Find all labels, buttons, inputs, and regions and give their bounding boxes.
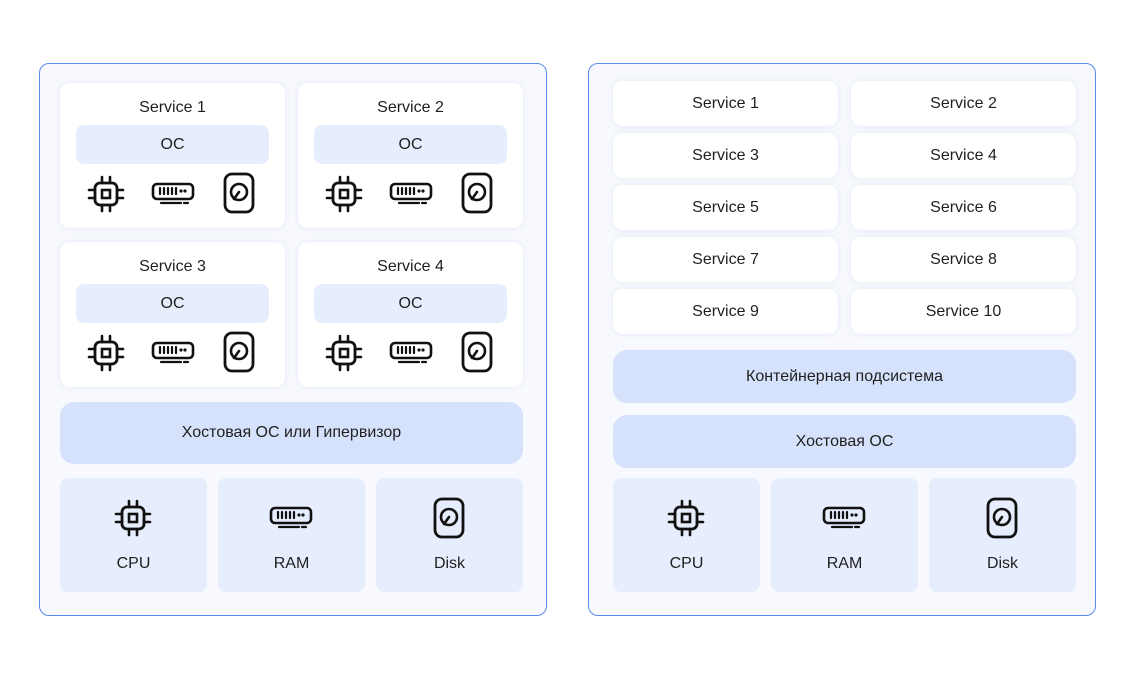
hardware-label: RAM [273,555,310,572]
disk-icon [223,331,255,373]
hardware-label: Disk [986,555,1019,572]
disk-icon [461,331,493,373]
hardware-label: CPU [669,555,704,572]
vm-title: Service 4 [377,258,444,275]
service-cell: Service 7 [613,237,838,282]
hardware-label: Disk [433,555,466,572]
host-os-layer: Хостовая ОС [613,415,1076,468]
ram-icon [822,505,866,531]
vm-card-3: Service 3 ОС [60,242,285,387]
service-cell: Service 3 [613,133,838,178]
ram-icon [151,181,195,207]
container-layer: Контейнерная подсистема [613,350,1076,403]
service-cell: Service 9 [613,289,838,334]
guest-os-bar: ОС [76,125,269,164]
vm-card-2: Service 2 ОС [298,83,523,228]
vm-title: Service 2 [377,99,444,116]
vm-title: Service 1 [139,99,206,116]
disk-icon [461,172,493,214]
service-cell: Service 10 [851,289,1076,334]
hardware-ram: RAM [218,478,365,592]
virtualization-diagram: Service 1 ОС Service 2 ОС Service 3 ОС S… [39,63,547,616]
service-cell: Service 5 [613,185,838,230]
disk-icon [986,497,1018,539]
cpu-icon [324,333,364,373]
hardware-cpu: CPU [60,478,207,592]
ram-icon [389,340,433,366]
cpu-icon [666,498,706,538]
service-cell: Service 4 [851,133,1076,178]
hardware-label: RAM [826,555,863,572]
service-cell: Service 6 [851,185,1076,230]
disk-icon [223,172,255,214]
vm-title: Service 3 [139,258,206,275]
hardware-ram: RAM [771,478,918,592]
cpu-icon [113,498,153,538]
hypervisor-layer: Хостовая ОС или Гипервизор [60,402,523,464]
disk-icon [433,497,465,539]
cpu-icon [324,174,364,214]
cpu-icon [86,333,126,373]
service-cell: Service 2 [851,81,1076,126]
guest-os-bar: ОС [314,125,507,164]
service-cell: Service 1 [613,81,838,126]
hardware-label: CPU [116,555,151,572]
ram-icon [389,181,433,207]
guest-os-bar: ОС [76,284,269,323]
containerization-diagram: Service 1 Service 2 Service 3 Service 4 … [588,63,1096,616]
vm-card-1: Service 1 ОС [60,83,285,228]
ram-icon [151,340,195,366]
guest-os-bar: ОС [314,284,507,323]
hardware-disk: Disk [929,478,1076,592]
service-cell: Service 8 [851,237,1076,282]
hardware-cpu: CPU [613,478,760,592]
vm-card-4: Service 4 ОС [298,242,523,387]
hardware-disk: Disk [376,478,523,592]
cpu-icon [86,174,126,214]
ram-icon [269,505,313,531]
